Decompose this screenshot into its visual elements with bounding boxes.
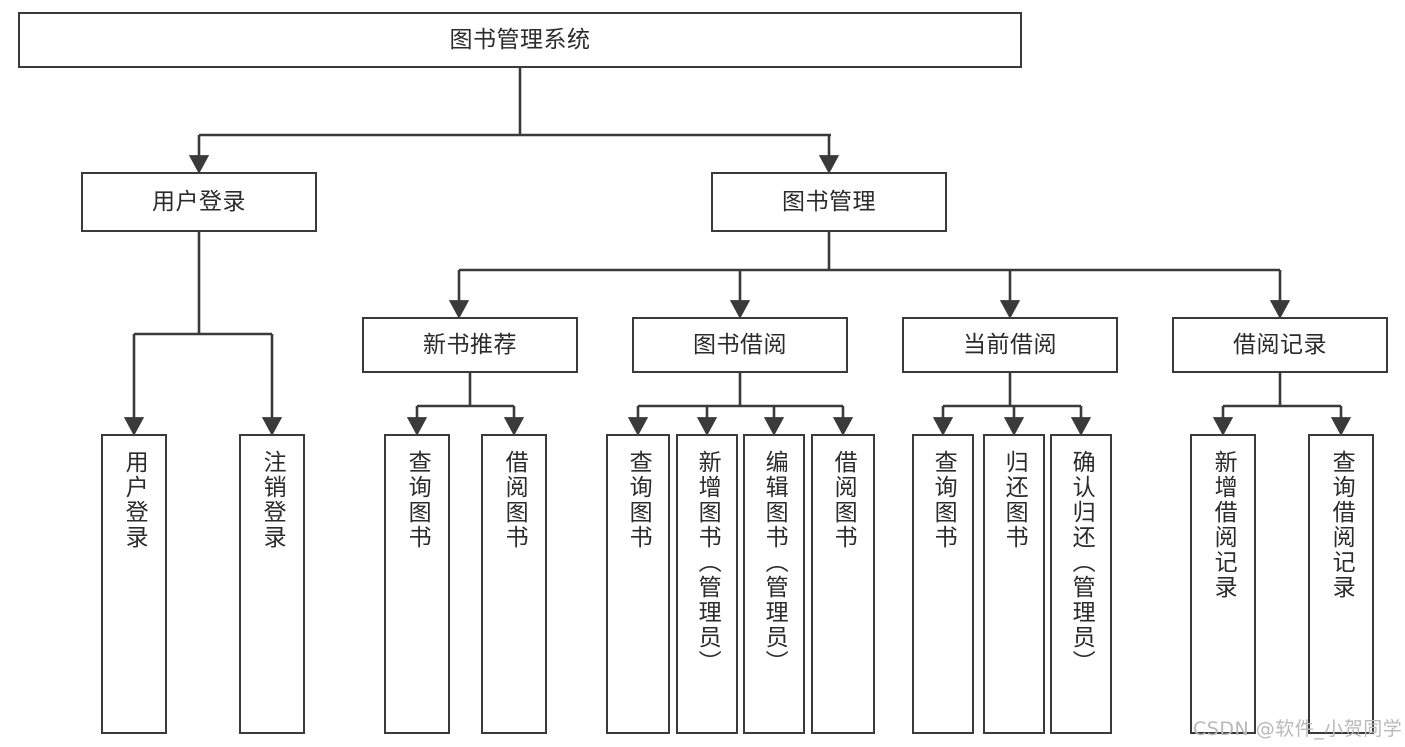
leaf-node-label: 借阅图书 (501, 450, 528, 550)
leaf-node[interactable]: 用户登录 (101, 434, 167, 734)
node-book-management[interactable]: 图书管理 (711, 172, 947, 232)
leaf-node-label: 新增借阅记录 (1210, 450, 1237, 600)
leaf-node[interactable]: 借阅图书 (811, 434, 875, 734)
node-borrow-records[interactable]: 借阅记录 (1172, 317, 1388, 373)
node-book-borrow[interactable]: 图书借阅 (632, 317, 848, 373)
leaf-node[interactable]: 查询借阅记录 (1308, 434, 1374, 734)
leaf-node[interactable]: 编辑图书（管理员） (743, 434, 805, 734)
node-book-management-label: 图书管理 (782, 188, 876, 215)
node-current-borrow-label: 当前借阅 (963, 331, 1057, 358)
leaf-node-label: 查询图书 (404, 450, 431, 550)
leaf-node[interactable]: 确认归还（管理员） (1050, 434, 1112, 734)
leaf-node-label: 用户登录 (121, 450, 148, 550)
leaf-node-label: 注销登录 (259, 450, 286, 550)
leaf-node-label: 新增图书（管理员） (694, 450, 721, 675)
leaf-node[interactable]: 查询图书 (912, 434, 974, 734)
leaf-node-label: 借阅图书 (830, 450, 857, 550)
node-root-label: 图书管理系统 (449, 26, 591, 53)
node-new-book-recommend[interactable]: 新书推荐 (362, 317, 578, 373)
leaf-node-label: 查询图书 (930, 450, 957, 550)
leaf-node[interactable]: 注销登录 (239, 434, 305, 734)
node-user-login[interactable]: 用户登录 (81, 172, 317, 232)
node-user-login-label: 用户登录 (152, 188, 246, 215)
node-new-book-recommend-label: 新书推荐 (423, 331, 517, 358)
leaf-node-label: 查询借阅记录 (1328, 450, 1355, 600)
leaf-node-label: 查询图书 (625, 450, 652, 550)
leaf-node[interactable]: 新增图书（管理员） (676, 434, 738, 734)
leaf-node[interactable]: 新增借阅记录 (1190, 434, 1256, 734)
leaf-node[interactable]: 借阅图书 (481, 434, 547, 734)
csdn-watermark: CSDN @软件_小贺同学 (1193, 718, 1403, 740)
leaf-node[interactable]: 查询图书 (606, 434, 670, 734)
node-borrow-records-label: 借阅记录 (1233, 331, 1327, 358)
leaf-node-label: 归还图书 (1001, 450, 1028, 550)
leaf-node[interactable]: 查询图书 (384, 434, 450, 734)
leaf-node-label: 编辑图书（管理员） (761, 450, 788, 675)
node-book-borrow-label: 图书借阅 (693, 331, 787, 358)
node-current-borrow[interactable]: 当前借阅 (902, 317, 1118, 373)
leaf-node-label: 确认归还（管理员） (1068, 450, 1095, 675)
leaf-node[interactable]: 归还图书 (983, 434, 1045, 734)
node-root-system[interactable]: 图书管理系统 (18, 12, 1022, 68)
